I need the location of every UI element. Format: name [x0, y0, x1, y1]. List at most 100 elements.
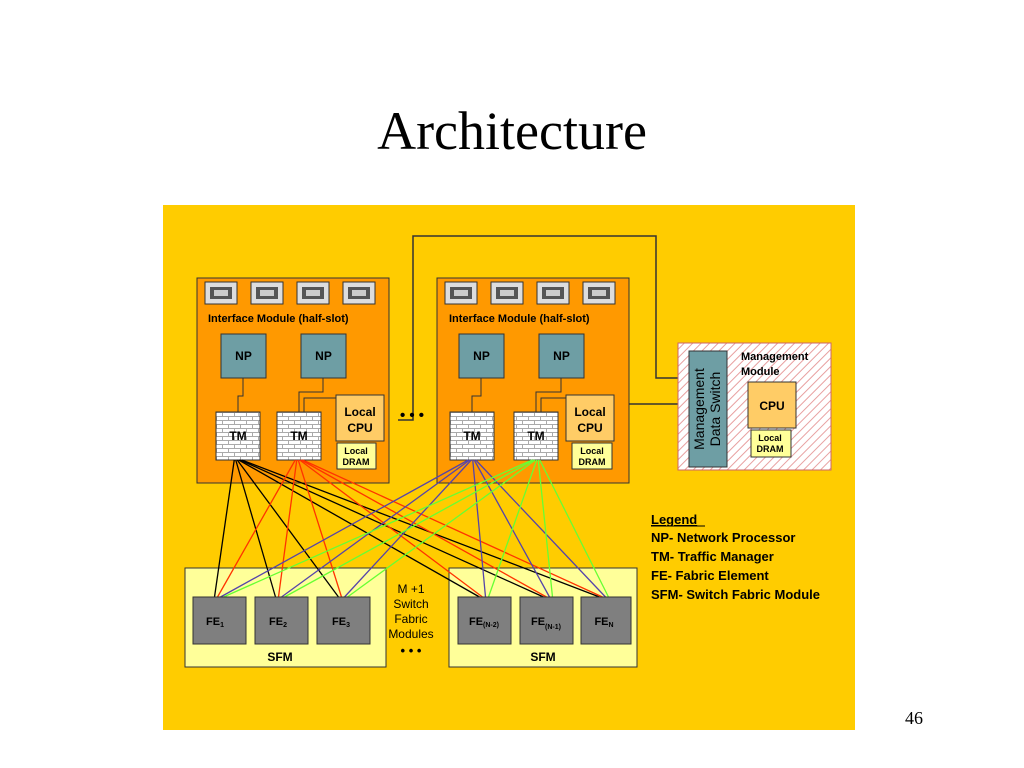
np-label: NP [473, 349, 490, 363]
local-cpu-label: CPU [347, 421, 372, 435]
switch-fabric-note: M +1 Switch Fabric Modules • • • [388, 582, 433, 658]
tm-box [276, 411, 322, 461]
fe-subscript: (N-2) [483, 622, 499, 629]
management-dram-box [750, 429, 792, 458]
np-label: NP [553, 349, 570, 363]
fe-subscript: 3 [346, 622, 350, 629]
fe-label: FE [332, 616, 346, 628]
note-line: M +1 [397, 582, 424, 596]
tm-fe-link [302, 459, 603, 598]
sfm-ellipsis: • • • [401, 643, 422, 658]
management-cpu-label: CPU [759, 399, 784, 413]
fe-subscript: N [609, 622, 614, 629]
tm-fe-link [475, 459, 606, 598]
fe-subscript: 1 [220, 622, 224, 629]
np-tm-link [535, 378, 562, 412]
management-cpu-box [747, 381, 797, 429]
np-box [300, 333, 347, 379]
tm-fe-link [216, 459, 296, 598]
management-data-switch-label: Management [691, 368, 707, 450]
fe-label: FE [469, 616, 483, 628]
port-icon [490, 281, 524, 305]
tm-fe-link [213, 459, 235, 598]
management-dram-label: DRAM [757, 444, 784, 454]
np-tm-link [298, 378, 324, 412]
local-dram-label: DRAM [343, 457, 370, 467]
fe-label: FE [206, 616, 220, 628]
legend-item: SFM- Switch Fabric Module [651, 587, 820, 602]
sfm-label: SFM [267, 650, 292, 664]
port-icon [296, 281, 330, 305]
svg-text:FE3: FE3 [332, 616, 350, 629]
tm-fe-link [347, 459, 536, 598]
svg-text:FE(N-2): FE(N-2) [469, 616, 499, 629]
local-cpu-label: CPU [577, 421, 602, 435]
page-number: 46 [905, 708, 923, 728]
legend: Legend NP- Network Processor TM- Traffic… [651, 512, 820, 602]
port-icon [582, 281, 616, 305]
np-box [220, 333, 267, 379]
tm-label: TM [229, 429, 246, 443]
interface-module-label: Interface Module (half-slot) [208, 313, 349, 325]
np-tm-link [237, 378, 244, 412]
legend-item: TM- Traffic Manager [651, 549, 774, 564]
sfm-label: SFM [530, 650, 555, 664]
port-icon [204, 281, 238, 305]
port-icon [250, 281, 284, 305]
tm-label: TM [290, 429, 307, 443]
management-module-label: Module [741, 366, 780, 378]
tm-box [449, 411, 495, 461]
tm-label: TM [527, 429, 544, 443]
svg-text:FE(N-1): FE(N-1) [531, 616, 561, 631]
local-cpu-box [335, 394, 385, 442]
note-line: Fabric [394, 612, 427, 626]
interface-module-label: Interface Module (half-slot) [449, 313, 590, 325]
interface-module-2: Interface Module (half-slot) NP NP TM TM… [436, 277, 630, 484]
tm-fe-link [241, 459, 600, 598]
fe-subscript: (N-1) [545, 624, 561, 631]
slide-title: Architecture [377, 101, 647, 161]
tm-fe-link [537, 459, 554, 598]
sfm-1: FE1 FE2 FE3 SFM [192, 596, 371, 664]
local-cpu-label: Local [574, 405, 605, 419]
fe-subscript: 2 [283, 622, 287, 629]
tm-cpu-link [303, 397, 346, 412]
fe-element: FE2 [254, 596, 309, 645]
local-cpu-box [565, 394, 615, 442]
tm-fe-link [238, 459, 480, 598]
fe-element: FE(N-1) [519, 596, 574, 645]
np-box [538, 333, 585, 379]
fe-element: FE1 [192, 596, 247, 645]
fabric-connections [213, 459, 610, 598]
tm-fe-link [297, 459, 343, 598]
tm-label: TM [463, 429, 480, 443]
fe-label: FE [594, 616, 608, 628]
legend-item: NP- Network Processor [651, 530, 796, 545]
management-module: Management Module Management Data Switch… [677, 342, 832, 471]
tm-fe-link [299, 459, 483, 598]
fe-element: FEN [580, 596, 632, 645]
sfm-2: FE(N-2) FE(N-1) FEN SFM [457, 596, 632, 664]
tm-fe-link [220, 459, 469, 598]
tm-fe-link [473, 459, 551, 598]
management-link [398, 235, 690, 421]
tm-fe-link [487, 459, 538, 598]
tm-fe-link [223, 459, 533, 598]
port-icon [444, 281, 478, 305]
fe-element: FE(N-2) [457, 596, 512, 645]
management-data-switch [688, 350, 728, 468]
tm-fe-link [284, 459, 535, 598]
svg-text:FEN: FEN [594, 616, 613, 629]
np-label: NP [315, 349, 332, 363]
np-label: NP [235, 349, 252, 363]
local-dram-box [336, 442, 377, 470]
tm-fe-link [235, 459, 277, 598]
port-icons [444, 281, 616, 305]
local-dram-box [571, 442, 613, 470]
port-icons [204, 281, 376, 305]
tm-cpu-link [540, 397, 568, 412]
fe-element: FE3 [316, 596, 371, 645]
tm-fe-link [539, 459, 610, 598]
interface-module-1: Interface Module (half-slot) NP NP TM TM… [196, 277, 390, 484]
